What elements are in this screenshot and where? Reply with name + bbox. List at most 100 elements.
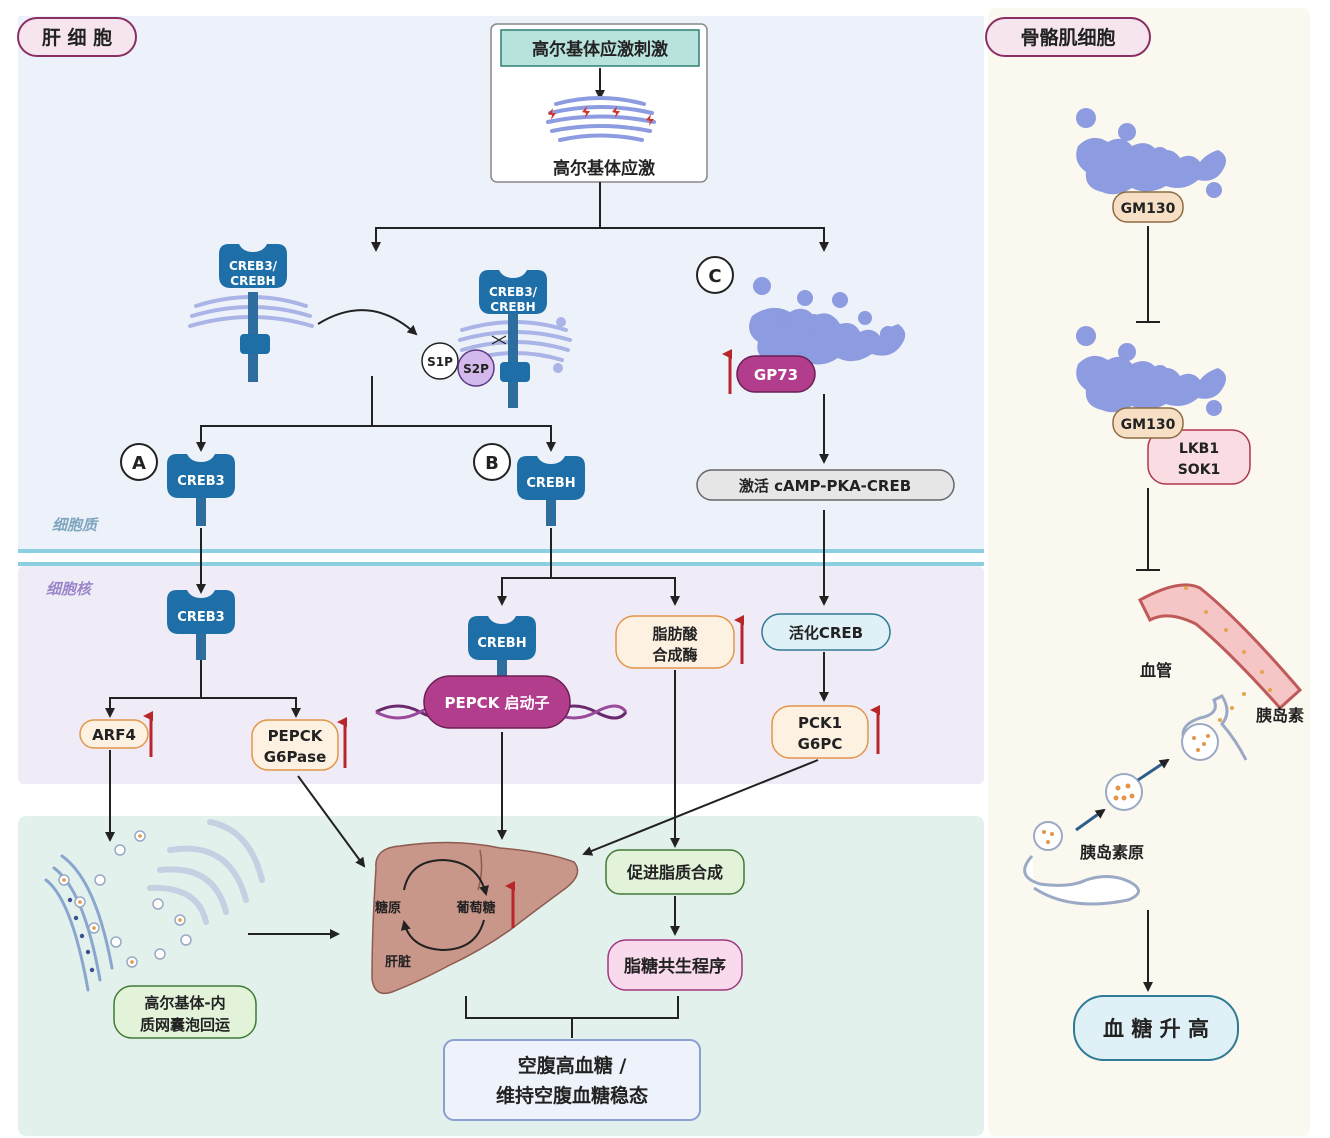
membrane-line-bottom xyxy=(18,562,984,566)
secretion-vesicles xyxy=(1075,694,1248,832)
crebh-nucleus: CREBH xyxy=(468,616,536,680)
liver-cell-label: 肝 细 胞 xyxy=(17,17,137,57)
gm130-top-label: GM130 xyxy=(1121,201,1176,217)
translocation-arrow xyxy=(317,309,418,336)
fas-line2-label: 合成酶 xyxy=(651,646,697,664)
muscle-golgi-top xyxy=(1076,108,1226,198)
fas-line1-label: 脂肪酸 xyxy=(652,625,698,643)
creb3-crebh-center-line1: CREB3/ xyxy=(489,285,538,299)
lkb1-inhibit-line xyxy=(1136,488,1160,571)
golgi-stress-stimulus: 高尔基体应激刺激 xyxy=(532,39,668,60)
pepck-a-label: PEPCK xyxy=(268,727,324,745)
g6pase-a-label: G6Pase xyxy=(264,748,327,766)
pepck-g6pase-gene-a: PEPCK G6Pase xyxy=(251,719,339,771)
marker-c: C xyxy=(696,256,734,294)
liver-organ xyxy=(371,841,579,995)
marker-b: B xyxy=(473,443,511,481)
lkb1-sok1-complex: LKB1 SOK1 xyxy=(1147,429,1251,485)
s2p-label: S2P xyxy=(463,362,489,376)
insulin-label: 胰岛素 xyxy=(1256,706,1304,725)
crebh-cytoplasm: CREBH xyxy=(517,456,585,526)
lightning-icon xyxy=(548,106,654,126)
creb3-nucleus-label: CREB3 xyxy=(177,610,224,625)
pck1-to-liver-arrow xyxy=(582,759,819,856)
crebh-cytoplasm-label: CREBH xyxy=(526,476,575,491)
glucose-label: 葡萄糖 xyxy=(455,900,495,916)
gm130-top: GM130 xyxy=(1112,191,1184,223)
ab-branch-arrows xyxy=(196,376,556,452)
outcome-bracket xyxy=(465,996,679,1038)
lipid-synthesis-label: 促进脂质合成 xyxy=(626,863,723,882)
muscle-cell-title: 骨骼肌细胞 xyxy=(1020,26,1115,49)
s1p-label: S1P xyxy=(427,355,453,369)
golgi-stress-box: 高尔基体应激刺激 高尔基体应激 xyxy=(490,23,708,183)
creb3-cytoplasm: CREB3 xyxy=(167,454,235,526)
creb3-target-branch xyxy=(105,660,301,718)
muscle-cell-label: 骨骼肌细胞 xyxy=(985,17,1151,57)
creb3-nucleus: CREB3 xyxy=(167,590,235,660)
outcome-line2: 维持空腹血糖稳态 xyxy=(496,1084,648,1107)
pepck-promoter: PEPCK 启动子 xyxy=(423,675,571,729)
creb-golgi-left: CREB3/ CREBH xyxy=(188,244,314,382)
marker-a-label: A xyxy=(132,453,146,474)
marker-b-label: B xyxy=(485,453,499,474)
golgi-er-transport-box: 高尔基体-内 质网囊泡回运 xyxy=(113,985,257,1039)
membrane-line-top xyxy=(18,549,984,553)
pepck-a-to-liver-arrow xyxy=(297,775,366,868)
blood-vessel xyxy=(1138,583,1303,722)
camp-pka-creb-label: 激活 cAMP-PKA-CREB xyxy=(739,477,911,495)
lkb1-label: LKB1 xyxy=(1179,441,1219,457)
arf4-gene: ARF4 xyxy=(79,719,149,749)
marker-c-label: C xyxy=(708,266,721,287)
blood-glucose-rise-box: 血 糖 升 高 xyxy=(1073,995,1239,1061)
liver-zone xyxy=(18,816,984,1136)
fatty-acid-synthase-gene: 脂肪酸 合成酶 xyxy=(615,615,735,669)
transport-line2-label: 质网囊泡回运 xyxy=(140,1016,230,1034)
golgi-fragmented-gp73 xyxy=(749,277,906,366)
creb3-cytoplasm-label: CREB3 xyxy=(177,474,224,489)
gm130-inhibit-line xyxy=(1136,226,1160,323)
s1p-protease xyxy=(421,342,459,380)
glycogen-glucose-cycle xyxy=(400,858,489,952)
active-creb-box: 活化CREB xyxy=(761,613,891,651)
proinsulin-label: 胰岛素原 xyxy=(1080,843,1144,862)
vessel-label: 血管 xyxy=(1140,661,1172,680)
er-golgi-muscle xyxy=(1023,821,1140,906)
active-creb-label: 活化CREB xyxy=(789,624,863,642)
muscle-region xyxy=(988,8,1310,1136)
crebh-nuclear-branch xyxy=(497,528,680,606)
scissors-icon xyxy=(491,335,507,345)
g6pc-label: G6PC xyxy=(798,735,843,753)
creb3-crebh-left-line1: CREB3/ xyxy=(229,259,278,273)
marker-a: A xyxy=(120,443,158,481)
liver-label: 肝脏 xyxy=(385,954,411,970)
golgi-er-transport-illustration xyxy=(44,819,265,992)
golgi-stack-icon xyxy=(546,96,656,142)
golgi-stress-label: 高尔基体应激 xyxy=(553,158,655,179)
gp73-label: GP73 xyxy=(754,366,798,384)
liver-cell-title: 肝 细 胞 xyxy=(42,26,112,49)
arf4-label: ARF4 xyxy=(92,726,136,744)
pck1-g6pc-gene: PCK1 G6PC xyxy=(771,705,869,759)
creb3-crebh-left-line2: CREBH xyxy=(230,274,275,288)
top-branch-arrows xyxy=(371,182,829,252)
gm130-bottom: GM130 xyxy=(1112,407,1184,439)
camp-pka-creb-box: 激活 cAMP-PKA-CREB xyxy=(696,469,955,501)
creb3-crebh-center-line2: CREBH xyxy=(490,300,535,314)
muscle-golgi-bottom xyxy=(1076,326,1226,416)
gp73-protein: GP73 xyxy=(736,355,816,393)
lipid-synthesis-box: 促进脂质合成 xyxy=(605,849,745,895)
lipid-glucose-coprogram-box: 脂糖共生程序 xyxy=(607,939,743,991)
blood-glucose-rise-label: 血 糖 升 高 xyxy=(1103,1017,1209,1041)
glycogen-label: 糖原 xyxy=(375,900,401,916)
fasting-hyperglycemia-box: 空腹高血糖 / 维持空腹血糖稳态 xyxy=(443,1039,701,1121)
nucleus-label: 细胞核 xyxy=(46,580,94,598)
transport-line1-label: 高尔基体-内 xyxy=(144,994,225,1012)
outcome-line1: 空腹高血糖 / xyxy=(518,1054,627,1077)
creb-golgi-cleavage: CREB3/ CREBH S1P S2P xyxy=(421,270,572,408)
sok1-label: SOK1 xyxy=(1178,462,1221,478)
gm130-bottom-label: GM130 xyxy=(1121,417,1176,433)
crebh-nucleus-label: CREBH xyxy=(477,636,526,651)
coprogram-label: 脂糖共生程序 xyxy=(624,956,726,977)
pck1-label: PCK1 xyxy=(798,714,842,732)
